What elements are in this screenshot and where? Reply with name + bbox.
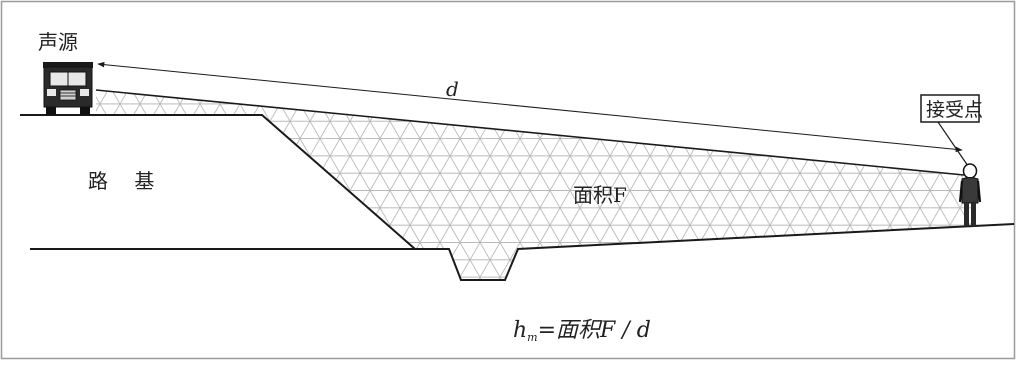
subgrade-label: 路 基 xyxy=(88,169,164,193)
formula-text: hm=面积F / d xyxy=(513,318,651,344)
distance-label: d xyxy=(446,77,459,101)
formula-lhs: h xyxy=(513,318,527,343)
area-label: 面积F xyxy=(573,183,627,207)
truck-icon xyxy=(43,62,93,115)
formula-rhs: =面积F / d xyxy=(538,318,651,343)
person-icon xyxy=(958,163,982,226)
receiver-label-box xyxy=(920,94,980,123)
area-f-hatch xyxy=(96,90,978,280)
receiver-label: 接受点 xyxy=(926,99,983,121)
receiver-leader-line xyxy=(937,121,969,167)
formula-subscript: m xyxy=(527,331,537,344)
source-label: 声源 xyxy=(38,30,78,54)
distance-arrow xyxy=(97,61,963,153)
